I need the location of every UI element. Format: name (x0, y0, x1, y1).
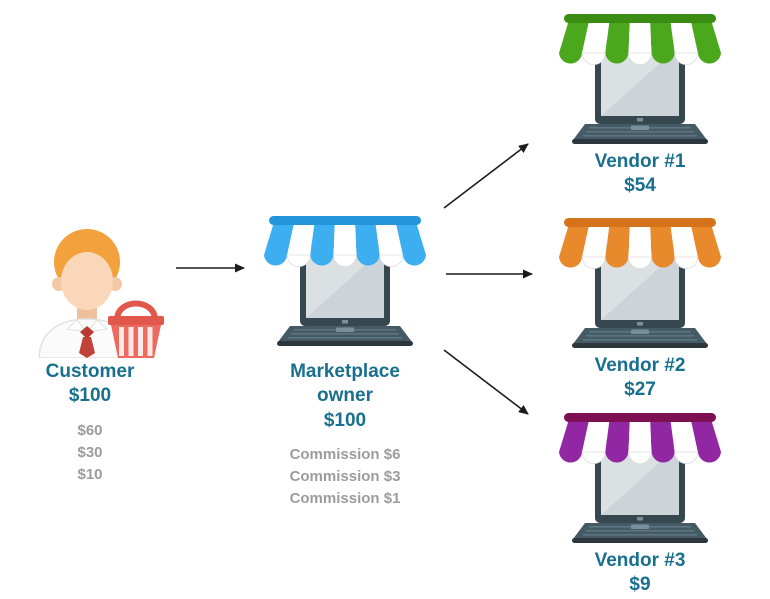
vendor3-node: Vendor #3 $9 (555, 409, 725, 598)
marketplace-node: Marketplace owner $100 Commission $6 Com… (260, 212, 430, 510)
customer-node: Customer $100 $60 $30 $10 (10, 208, 170, 486)
vendor3-label: Vendor #3 (594, 550, 686, 571)
marketplace-commission-1: Commission $6 (289, 445, 401, 463)
customer-payment-1: $60 (77, 421, 103, 439)
customer-amount: $100 (68, 385, 112, 407)
customer-icon (38, 229, 164, 358)
customer-payment-3: $10 (77, 465, 103, 483)
vendor1-node: Vendor #1 $54 (555, 10, 725, 199)
marketplace-amount: $100 (323, 409, 367, 431)
marketplace-commissions: Commission $6 Commission $3 Commission $… (260, 444, 430, 510)
customer-payments: $60 $30 $10 (10, 420, 170, 486)
arrow-marketplace-to-vendor3 (443, 349, 529, 415)
arrow-marketplace-to-vendor1 (443, 143, 529, 209)
vendor2-amount: $27 (624, 379, 656, 401)
customer-label: Customer (45, 361, 135, 382)
customer-payment-2: $30 (77, 443, 103, 461)
marketplace-commission-2: Commission $3 (289, 467, 401, 485)
vendor1-amount: $54 (624, 175, 656, 197)
marketplace-store-icon (260, 212, 430, 350)
marketplace-commission-3: Commission $1 (289, 490, 401, 508)
marketplace-label-line1: Marketplace (290, 361, 400, 382)
vendor1-label: Vendor #1 (594, 151, 686, 172)
vendor2-node: Vendor #2 $27 (555, 214, 725, 403)
vendor2-label: Vendor #2 (594, 355, 686, 376)
vendor3-store-icon (555, 409, 725, 547)
vendor2-store-icon (555, 214, 725, 352)
shopping-basket-icon (111, 325, 161, 358)
basket-handle (114, 300, 158, 321)
marketplace-label: Marketplace owner (260, 360, 430, 409)
vendor1-store-icon (555, 10, 725, 148)
marketplace-label-line2: owner (317, 385, 373, 407)
vendor3-amount: $9 (629, 574, 651, 596)
